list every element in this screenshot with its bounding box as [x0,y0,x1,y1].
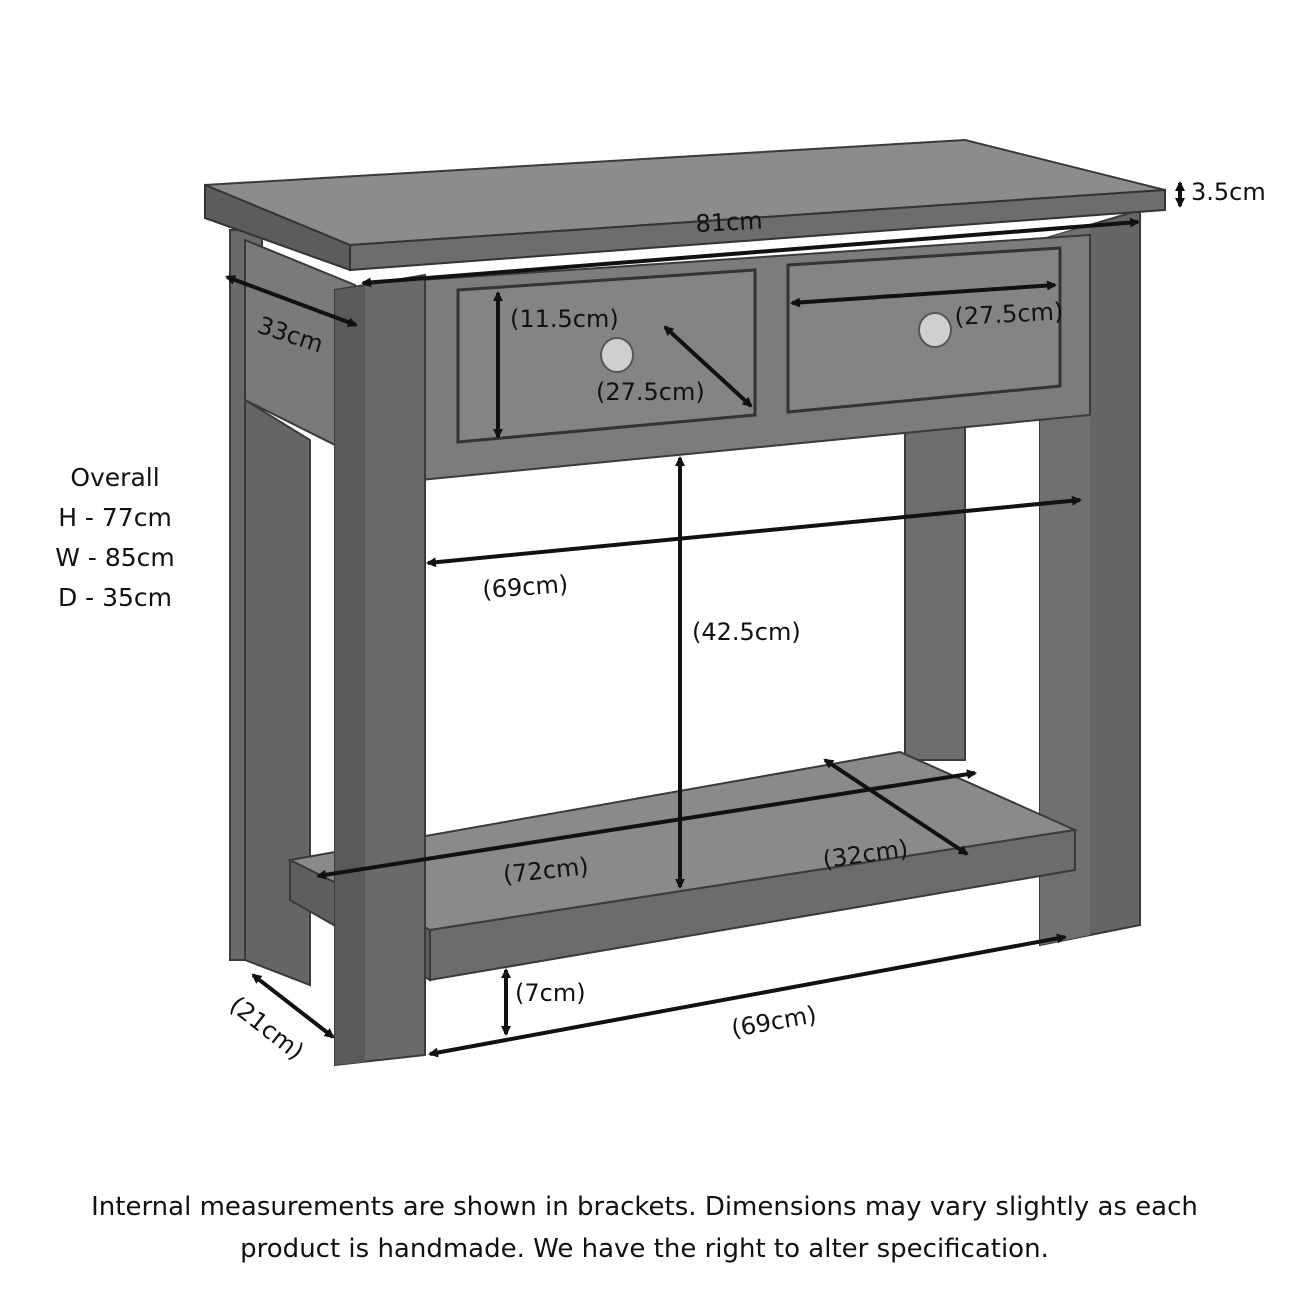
label-top-width: 81cm [695,207,763,238]
arrow-drawer-depth [663,325,753,408]
arrow-base-width [428,933,1067,1058]
drawer-knob-right [918,312,952,348]
footnote-line-1: Internal measurements are shown in brack… [91,1192,1198,1222]
label-drawer-height: (11.5cm) [510,305,619,333]
arrow-shelf-depth [823,758,969,856]
label-drawer-width: (27.5cm) [954,297,1064,331]
back-right-leg [904,424,966,761]
label-frame-width: (69cm) [481,570,569,604]
label-base-depth: (21cm) [224,991,309,1066]
footnote: Internal measurements are shown in brack… [40,1186,1249,1270]
label-base-width: (69cm) [729,1000,818,1042]
overall-height: H - 77cm [58,503,172,532]
label-shelf-clearance: (7cm) [515,979,586,1007]
drawer-knob-left [600,337,634,373]
overall-heading: Overall [70,463,160,492]
label-top-thickness: 3.5cm [1191,178,1266,206]
overall-width: W - 85cm [55,543,175,572]
overall-dimensions: Overall H - 77cm W - 85cm D - 35cm [30,458,200,618]
footnote-line-2: product is handmade. We have the right t… [240,1234,1049,1264]
arrow-frame-width [426,495,1082,568]
arrow-top-width [361,217,1140,288]
arrow-base-depth [251,973,335,1039]
label-drawer-depth: (27.5cm) [596,378,705,406]
console-table [204,138,1166,1067]
arrow-drawer-width [790,280,1057,308]
overall-depth: D - 35cm [57,583,173,612]
arrow-top-depth [225,275,358,327]
table-top-side-edge [204,183,351,272]
dimension-arrows [225,181,1185,1058]
label-leg-clearance: (42.5cm) [692,618,801,646]
